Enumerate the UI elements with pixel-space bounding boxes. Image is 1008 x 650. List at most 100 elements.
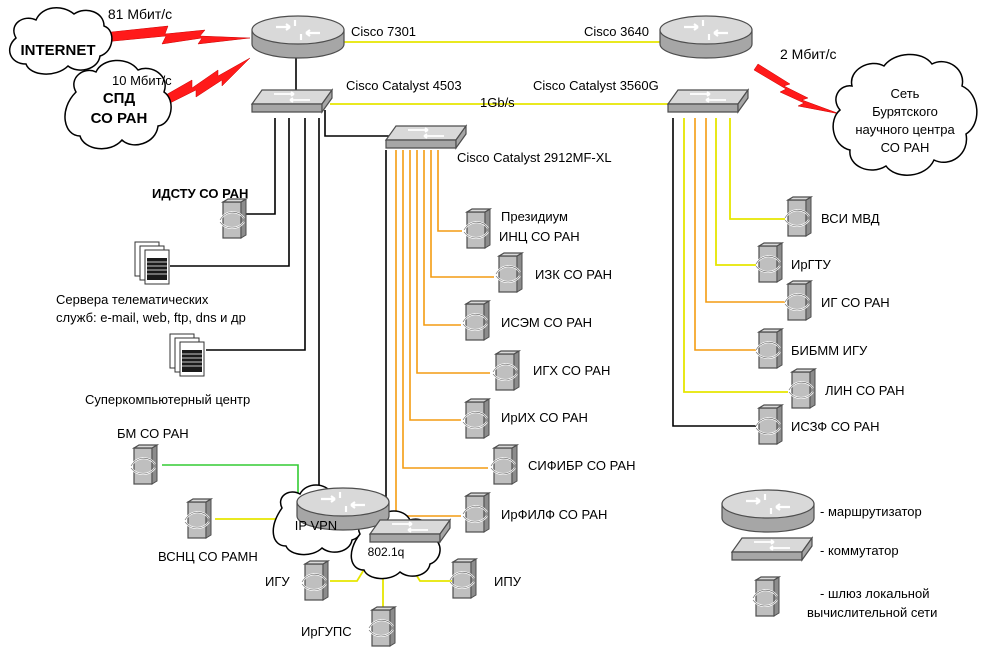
catalyst-2912-switch-icon — [385, 125, 467, 149]
idstu-gateway-icon — [219, 198, 247, 239]
link-lin — [683, 118, 788, 393]
izk-gateway-icon — [495, 252, 523, 293]
lin-gateway-icon — [788, 368, 816, 409]
wan-bolt-buryat — [753, 63, 841, 115]
link-bibmm — [694, 118, 756, 351]
internet-speed-label: 81 Мбит/с — [108, 6, 172, 22]
bibmm-label: БИБММ ИГУ — [791, 343, 868, 358]
irfilf-gateway-icon — [462, 492, 490, 533]
gbs-label: 1Gb/s — [480, 95, 515, 110]
catalyst-3560-switch-icon — [667, 89, 749, 113]
link-supercomp — [206, 118, 306, 351]
igh-label: ИГХ СО РАН — [533, 363, 610, 378]
buryat-label-line2: Бурятского — [872, 104, 938, 119]
bm-label: БМ СО РАН — [117, 426, 189, 441]
idstu-label: ИДСТУ СО РАН — [152, 186, 248, 201]
buryat-label-line4: СО РАН — [881, 140, 930, 155]
dot1q-switch-icon — [369, 519, 451, 543]
legend-gateway-label-line1: - шлюз локальной — [820, 586, 929, 601]
spd-label-line1: СПД — [103, 90, 136, 107]
cisco-7301-router-icon — [250, 14, 346, 60]
legend-router-label: - маршрутизатор — [820, 504, 922, 519]
isem-label: ИСЭМ СО РАН — [501, 315, 592, 330]
link-igu — [330, 567, 366, 582]
sifibr-label: СИФИБР СО РАН — [528, 458, 635, 473]
link-ig — [705, 118, 785, 303]
igu-label: ИГУ — [265, 574, 290, 589]
spd-cloud-icon — [64, 59, 172, 150]
ig-label: ИГ СО РАН — [821, 295, 890, 310]
link-isem — [423, 150, 461, 326]
cisco-7301-label: Cisco 7301 — [351, 24, 416, 39]
irgups-label: ИрГУПС — [301, 624, 352, 639]
catalyst-3560-label: Cisco Catalyst 3560G — [533, 78, 659, 93]
catalyst-4503-label: Cisco Catalyst 4503 — [346, 78, 462, 93]
buryat-cloud-icon — [832, 53, 978, 176]
wan-bolt-internet — [101, 25, 251, 45]
link-idstu — [245, 118, 276, 215]
link-bm — [162, 464, 299, 498]
isem-gateway-icon — [462, 300, 490, 341]
legend-gateway-label-line2: вычислительной сети — [807, 605, 937, 620]
irih-gateway-icon — [462, 398, 490, 439]
cisco-3640-router-icon — [658, 14, 754, 60]
link-irgtu — [715, 118, 756, 266]
supercomp-label: Суперкомпьютерный центр — [85, 392, 250, 407]
iszf-label: ИСЗФ СО РАН — [791, 419, 879, 434]
catalyst-4503-switch-icon — [251, 89, 333, 113]
presidium-label-line2: ИНЦ СО РАН — [499, 229, 580, 244]
bm-gateway-icon — [130, 444, 158, 485]
legend-switch-icon — [731, 537, 813, 561]
lin-label: ЛИН СО РАН — [825, 383, 905, 398]
legend-gateway-icon — [752, 576, 780, 617]
link-izk — [430, 150, 494, 278]
spd-speed-label: 10 Мбит/с — [112, 73, 172, 88]
internet-label: INTERNET — [21, 42, 96, 59]
izk-label: ИЗК СО РАН — [535, 267, 612, 282]
irgtu-gateway-icon — [755, 242, 783, 283]
cisco-3640-label: Cisco 3640 — [584, 24, 649, 39]
link-vsi — [729, 118, 785, 220]
legend-router-icon — [720, 488, 816, 534]
buryat-label-line3: научного центра — [855, 122, 955, 137]
buryat-speed-label: 2 Мбит/с — [780, 46, 836, 62]
link-presidium — [437, 150, 462, 232]
catalyst-2912-label: Cisco Catalyst 2912MF-XL — [457, 150, 612, 165]
servers-label-line1: Сервера телематических — [56, 292, 209, 307]
vsnc-label: ВСНЦ СО РАМН — [158, 549, 258, 564]
link-irih — [409, 150, 461, 421]
buryat-label-line1: Сеть — [891, 86, 920, 101]
ipu-label: ИПУ — [494, 574, 522, 589]
ipvpn-label: IP VPN — [295, 518, 337, 533]
irgtu-label: ИрГТУ — [791, 257, 832, 272]
ipu-gateway-icon — [449, 558, 477, 599]
irfilf-label: ИрФИЛФ СО РАН — [501, 507, 607, 522]
link-4503-2912 — [324, 110, 392, 137]
vsnc-gateway-icon — [184, 498, 212, 539]
igh-gateway-icon — [492, 350, 520, 391]
wan-bolt-spd — [149, 57, 251, 111]
igu-gateway-icon — [301, 560, 329, 601]
link-servers — [170, 118, 290, 267]
vsi-gateway-icon — [784, 196, 812, 237]
link-igh — [416, 150, 490, 374]
spd-label-line2: СО РАН — [91, 110, 148, 127]
irgups-gateway-icon — [368, 606, 396, 647]
servers-server-icon — [134, 241, 170, 285]
internet-cloud-icon — [8, 7, 113, 75]
iszf-gateway-icon — [755, 404, 783, 445]
presidium-gateway-icon — [463, 208, 491, 249]
supercomp-server-icon — [169, 333, 205, 377]
link-sifibr — [402, 150, 488, 469]
vsi-label: ВСИ МВД — [821, 211, 880, 226]
ig-gateway-icon — [784, 280, 812, 321]
servers-label-line2: служб: e-mail, web, ftp, dns и др — [56, 310, 246, 325]
bibmm-gateway-icon — [755, 328, 783, 369]
sifibr-gateway-icon — [490, 444, 518, 485]
dot1q-label: 802.1q — [368, 545, 405, 559]
link-iszf — [672, 118, 756, 427]
legend-switch-label: - коммутатор — [820, 543, 899, 558]
presidium-label-line1: Президиум — [501, 209, 568, 224]
